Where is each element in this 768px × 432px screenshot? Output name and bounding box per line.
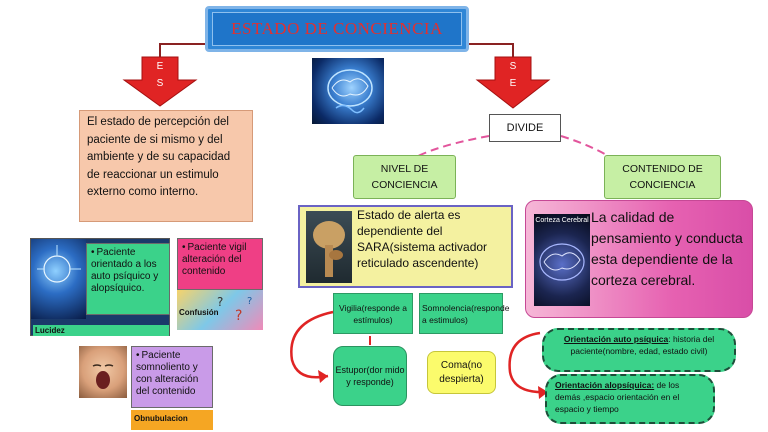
brainstem-image bbox=[306, 211, 352, 283]
orientacion-alopsiquica-title: Orientación alopsíquica: bbox=[555, 380, 655, 390]
confusion-text-box: Paciente vigil alteración del contenido bbox=[177, 238, 263, 290]
estupor-box: Estupor(dor mido y responde) bbox=[333, 346, 407, 406]
svg-text:?: ? bbox=[235, 308, 242, 324]
calidad-box: Corteza Cerebral La calidad de pensamien… bbox=[525, 200, 753, 318]
svg-text:?: ? bbox=[217, 295, 223, 309]
glowing-head-icon bbox=[37, 245, 81, 283]
vigilia-text: Vigilia(responde a estímulos) bbox=[339, 302, 407, 325]
curved-arrow-right bbox=[508, 331, 549, 394]
brain-head-image bbox=[312, 58, 384, 124]
brainstem-icon bbox=[313, 221, 345, 277]
lucidez-label: Lucidez bbox=[33, 325, 169, 336]
arrow-left-letter-2: S bbox=[156, 78, 164, 89]
lucidez-head-image bbox=[31, 239, 86, 319]
title-box: ESTADO DE CONCIENCIA bbox=[205, 6, 469, 52]
dashed-line-left bbox=[415, 135, 490, 158]
arrow-down-right bbox=[475, 56, 551, 109]
yawning-face-icon bbox=[92, 364, 114, 389]
divide-box: DIVIDE bbox=[489, 114, 561, 142]
confusion-card: Paciente vigil alteración del contenido … bbox=[177, 238, 263, 330]
orientacion-alopsiquica-box: Orientación alopsíquica: de los demás ,e… bbox=[545, 374, 715, 424]
lucidez-text: Paciente orientado a los auto psíquico y… bbox=[91, 247, 158, 294]
curved-arrow-left-head bbox=[318, 370, 328, 383]
connector-line bbox=[159, 43, 514, 62]
coma-text: Coma(no despierta) bbox=[439, 359, 484, 385]
coma-box: Coma(no despierta) bbox=[427, 351, 496, 394]
contenido-line-2: CONCIENCIA bbox=[629, 179, 696, 191]
contenido-de-conciencia-box: CONTENIDO DE CONCIENCIA bbox=[604, 155, 721, 199]
definition-box: El estado de percepción del paciente de … bbox=[79, 110, 253, 222]
orientacion-autopsiquica-title: Orientación auto psíquica bbox=[563, 334, 669, 344]
somnolencia-box: Somnolencia(responde a estimulos) bbox=[419, 293, 509, 334]
confusion-image: ? ? ? bbox=[177, 290, 263, 330]
nivel-line-2: CONCIENCIA bbox=[371, 179, 438, 191]
orientacion-alopsiquica-rest: de los demás ,espacio orientación en el … bbox=[555, 380, 680, 414]
yawning-person-image bbox=[79, 346, 127, 398]
cortex-brain-icon bbox=[539, 243, 585, 281]
lucidez-text-box: Paciente orientado a los auto psíquico y… bbox=[86, 243, 170, 315]
corteza-cerebral-image: Corteza Cerebral bbox=[534, 214, 590, 306]
confusion-text: Paciente vigil alteración del contenido bbox=[182, 242, 246, 277]
curved-arrow-right-head bbox=[538, 386, 548, 399]
obnubilacion-label: Obnubulacion bbox=[131, 410, 213, 430]
arrow-left-label: E S bbox=[150, 58, 170, 92]
contenido-line-1: CONTENIDO DE bbox=[622, 163, 703, 175]
arrow-down-left bbox=[122, 56, 198, 107]
arrow-right-label: S E bbox=[503, 58, 523, 92]
obnubilacion-text-box: Paciente somnoliento y con alteración de… bbox=[131, 346, 213, 408]
obnubilacion-text: Paciente somnoliento y con alteración de… bbox=[136, 350, 198, 397]
dashed-line-right bbox=[560, 135, 611, 158]
nivel-line-1: NIVEL DE bbox=[380, 163, 429, 175]
somnolencia-text: Somnolencia(responde a estimulos) bbox=[422, 302, 510, 325]
lucidez-card: Paciente orientado a los auto psíquico y… bbox=[30, 238, 170, 336]
svg-text:?: ? bbox=[247, 296, 252, 307]
brain-icon bbox=[327, 69, 373, 114]
estado-de-alerta-box: Estado de alerta es dependiente del SARA… bbox=[298, 205, 513, 288]
corteza-cerebral-label: Corteza Cerebral bbox=[535, 217, 589, 224]
nivel-de-conciencia-box: NIVEL DE CONCIENCIA bbox=[353, 155, 456, 199]
estado-de-alerta-text: Estado de alerta es dependiente del SARA… bbox=[357, 208, 488, 270]
orientacion-autopsiquica-box: Orientación auto psíquica: historia del … bbox=[542, 328, 736, 372]
estupor-text: Estupor(dor mido y responde) bbox=[335, 365, 405, 387]
arrow-left-letter-1: E bbox=[156, 61, 164, 72]
obnubilacion-card: Paciente somnoliento y con alteración de… bbox=[79, 346, 213, 430]
page-title: ESTADO DE CONCIENCIA bbox=[212, 12, 462, 46]
curved-arrow-left bbox=[290, 310, 334, 379]
confusion-label: Confusión bbox=[179, 308, 219, 317]
arrow-right-letter-1: S bbox=[509, 61, 517, 72]
question-marks-icon: ? ? ? bbox=[217, 295, 252, 324]
calidad-text: La calidad de pensamiento y conducta est… bbox=[591, 209, 743, 288]
vigilia-box: Vigilia(responde a estímulos) bbox=[333, 293, 413, 334]
orientacion-autopsiquica-rest: : historia del paciente(nombre, edad, es… bbox=[570, 334, 715, 356]
arrow-right-letter-2: E bbox=[509, 78, 517, 89]
